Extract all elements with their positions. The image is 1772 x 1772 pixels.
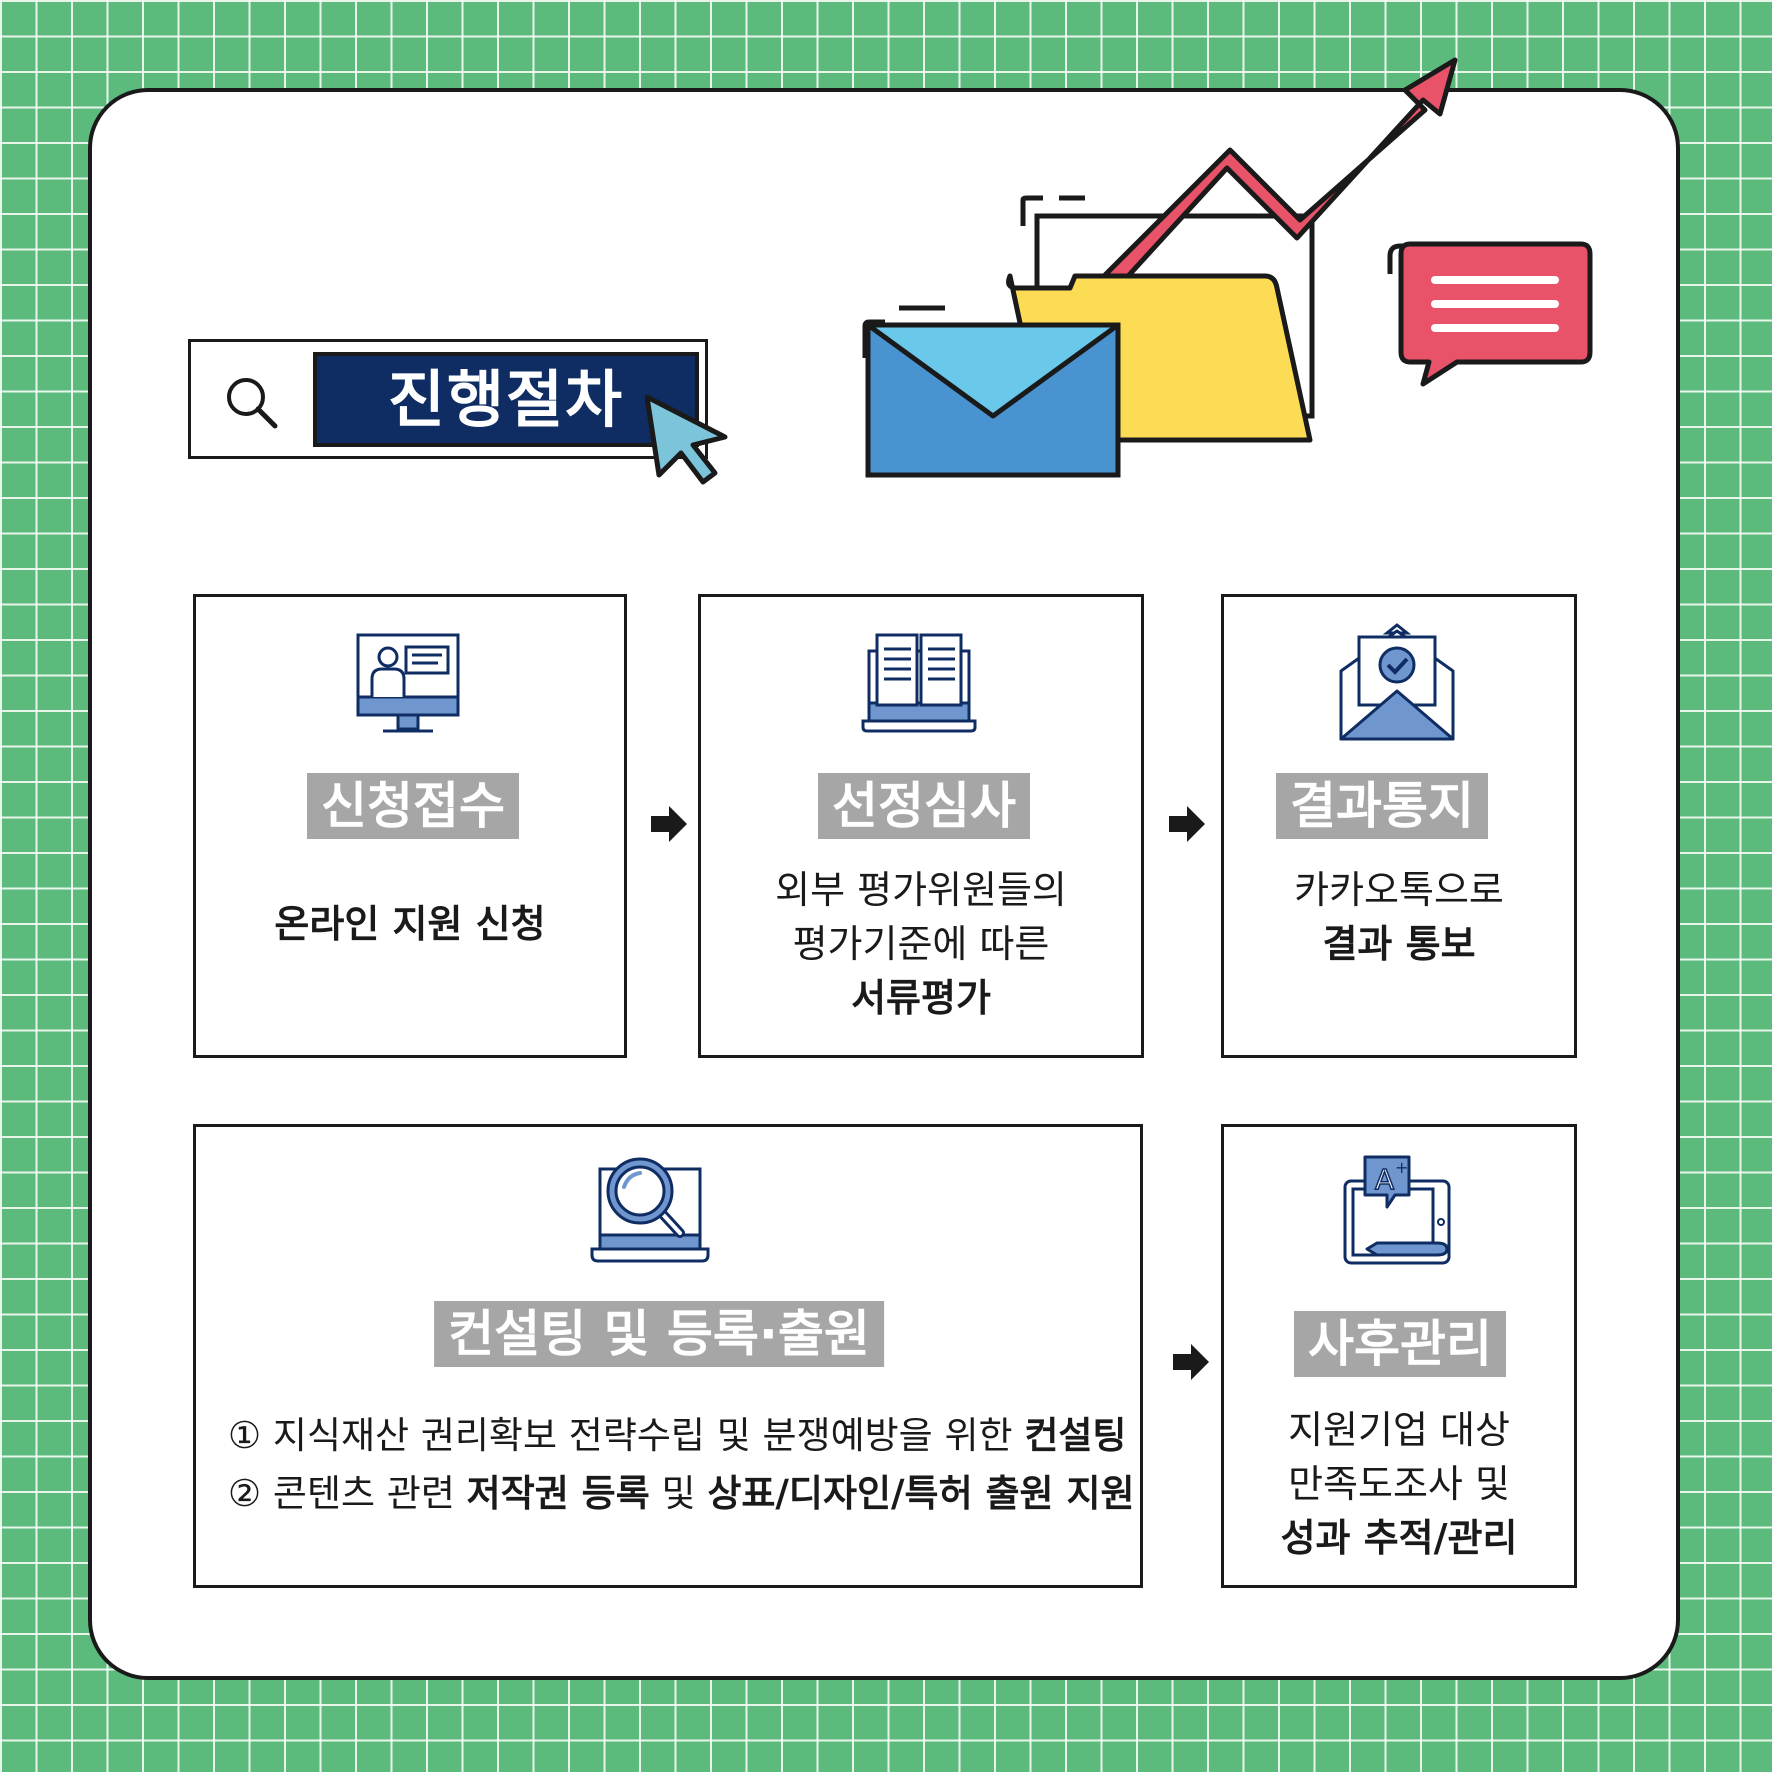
step-application: 신청접수 온라인 지원 신청 bbox=[193, 594, 627, 1058]
step-description: 지원기업 대상 만족도조사 및 성과 추적/관리 bbox=[1224, 1403, 1574, 1565]
step-description: 온라인 지원 신청 bbox=[196, 897, 624, 951]
step-description-line: 외부 평가위원들의 bbox=[775, 868, 1067, 912]
step-description-bold: 결과 통보 bbox=[1322, 922, 1476, 966]
step-description: 외부 평가위원들의 평가기준에 따른 서류평가 bbox=[701, 863, 1141, 1025]
step-title: 신청접수 bbox=[307, 773, 519, 839]
step-title: 컨설팅 및 등록·출원 bbox=[434, 1301, 884, 1367]
svg-text:+: + bbox=[1395, 1158, 1408, 1177]
step-notification: 결과통지 카카오톡으로 결과 통보 bbox=[1221, 594, 1577, 1058]
step-description-line: 카카오톡으로 bbox=[1294, 868, 1504, 912]
chat-bubble-icon bbox=[1387, 241, 1593, 387]
consulting-line-1: ① 지식재산 권리확보 전략수립 및 분쟁예방을 위한 컨설팅 bbox=[228, 1414, 1127, 1457]
step-followup: A + 사후관리 지원기업 대상 만족도조사 및 성과 추적/관리 bbox=[1221, 1124, 1577, 1588]
search-icon bbox=[227, 378, 278, 429]
step-title: 결과통지 bbox=[1276, 773, 1488, 839]
step-description-line: 만족도조사 및 bbox=[1288, 1462, 1510, 1506]
magnifier-laptop-icon bbox=[590, 1157, 710, 1263]
hero-illustration bbox=[862, 57, 1593, 478]
step-screening: 선정심사 외부 평가위원들의 평가기준에 따른 서류평가 bbox=[698, 594, 1144, 1058]
search-bar[interactable]: 진행절차 bbox=[188, 339, 708, 459]
step-description: 카카오톡으로 결과 통보 bbox=[1224, 863, 1574, 971]
svg-text:A: A bbox=[1375, 1163, 1394, 1196]
step-description-bold: 성과 추적/관리 bbox=[1280, 1516, 1518, 1560]
cursor-icon bbox=[645, 395, 728, 485]
step-title: 선정심사 bbox=[818, 773, 1030, 839]
step-description-line: 지원기업 대상 bbox=[1288, 1408, 1510, 1452]
arrow-right-icon bbox=[1169, 806, 1205, 842]
step-description-line: 평가기준에 따른 bbox=[792, 922, 1050, 966]
check-mail-icon bbox=[1339, 623, 1455, 741]
trend-arrow-icon bbox=[1067, 57, 1458, 313]
open-book-icon bbox=[861, 633, 977, 733]
step-consulting: 컨설팅 및 등록·출원 ① 지식재산 권리확보 전략수립 및 분쟁예방을 위한 … bbox=[193, 1124, 1143, 1588]
arrow-right-icon bbox=[651, 806, 687, 842]
online-lecture-monitor-icon bbox=[356, 633, 460, 733]
tablet-grade-icon: A + bbox=[1343, 1155, 1451, 1265]
search-keyword-label[interactable]: 진행절차 bbox=[313, 352, 699, 447]
step-description-bold: 온라인 지원 신청 bbox=[274, 902, 546, 946]
step-description-bold: 서류평가 bbox=[851, 976, 991, 1020]
envelope-icon bbox=[862, 305, 1121, 478]
step-description: ① 지식재산 권리확보 전략수립 및 분쟁예방을 위한 컨설팅 ② 콘텐츠 관련… bbox=[228, 1407, 1135, 1523]
step-title: 사후관리 bbox=[1294, 1311, 1506, 1377]
arrow-right-icon bbox=[1173, 1344, 1209, 1380]
consulting-line-2: ② 콘텐츠 관련 저작권 등록 및 상표/디자인/특허 출원 지원 bbox=[228, 1472, 1135, 1515]
